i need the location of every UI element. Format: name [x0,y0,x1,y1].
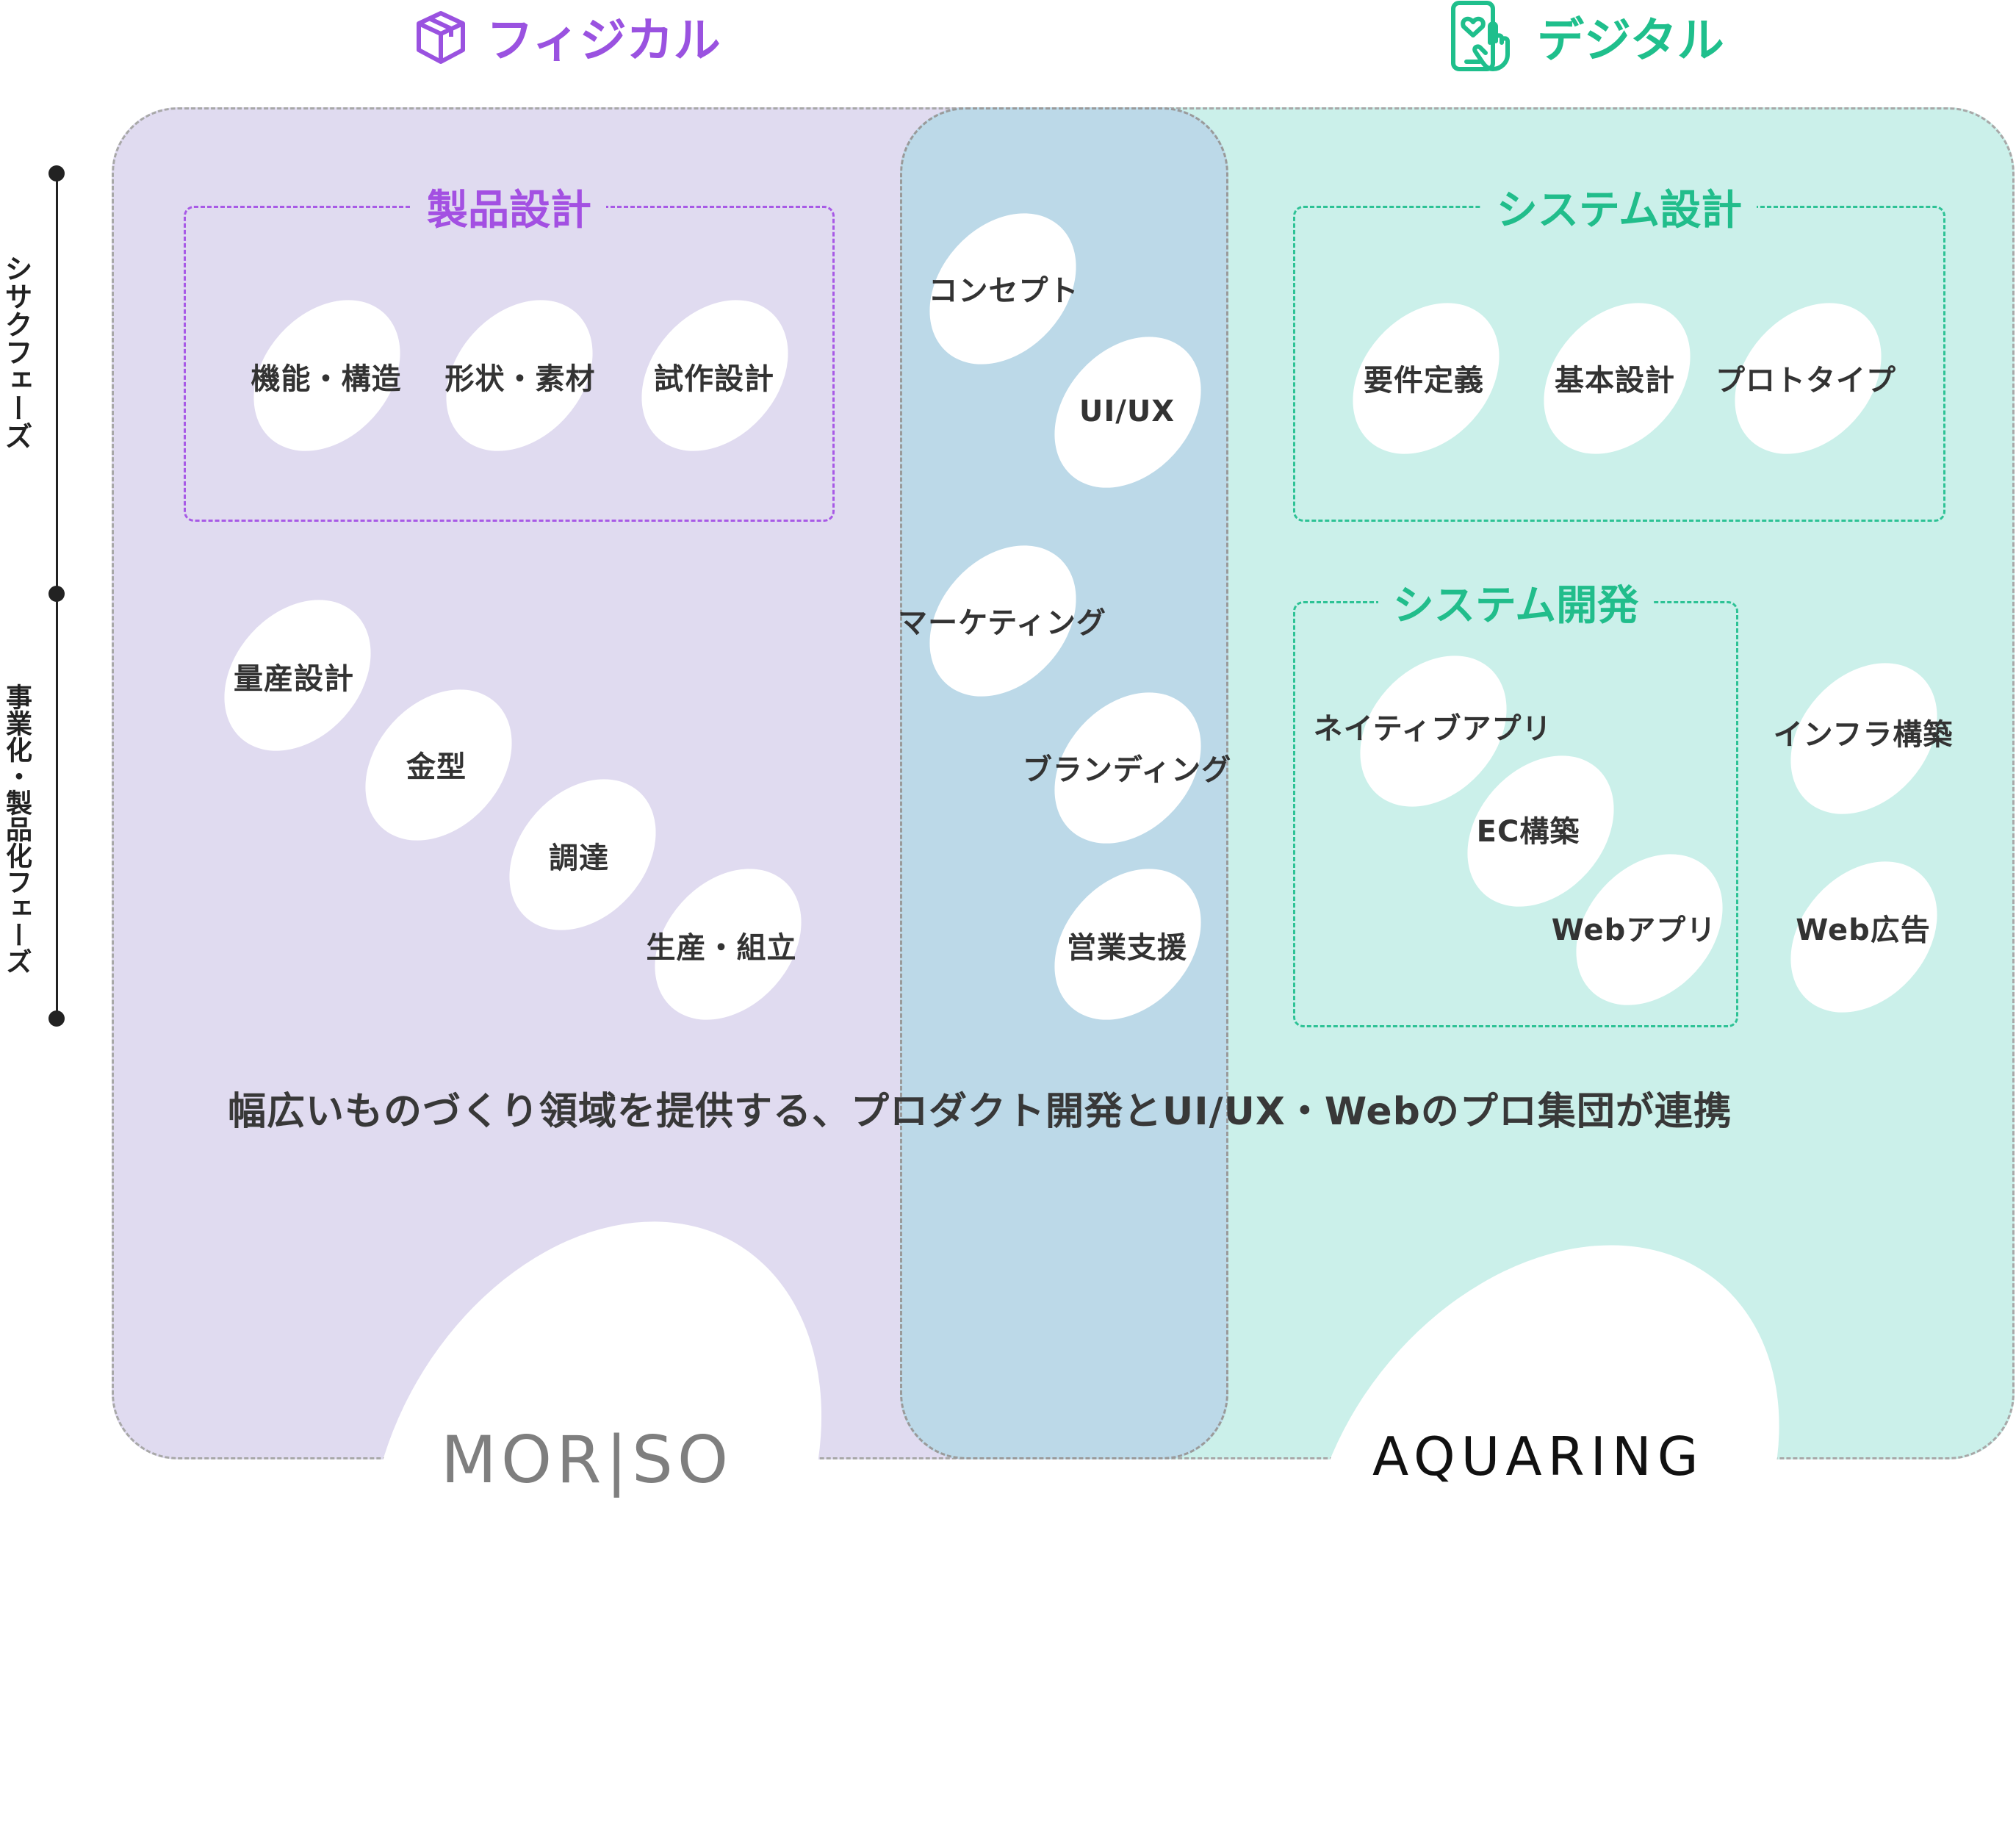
item-concept: コンセプト [928,274,1079,308]
item-procurement: 調達 [549,841,609,875]
group-system-design-title: システム設計 [1295,177,1943,237]
item-mass-design: 量産設計 [234,662,354,696]
group-system-design: システム設計 [1293,187,1945,522]
item-shape-material: 形状・素材 [444,362,596,396]
item-branding: ブランディング [1022,753,1232,787]
item-production-assembly: 生産・組立 [646,931,797,965]
group-system-dev-title: システム開発 [1295,572,1736,632]
item-native-app: ネイティブアプリ [1313,712,1552,746]
group-product-design-title: 製品設計 [186,177,832,237]
physical-header: フィジカル [411,6,721,68]
page-bottom-background [0,1462,2016,1687]
item-ec: EC構築 [1476,815,1580,849]
phase-axis-dot-top [48,165,65,182]
group-system-dev: システム開発 [1293,582,1738,1027]
phase-label-production: 事業化・製品化フェーズ [0,683,32,1007]
item-function-structure: 機能・構造 [251,362,402,396]
aquaring-logo: AQUARING [1372,1426,1704,1487]
digital-header: デジタル [1447,1,1724,71]
item-requirements: 要件定義 [1364,364,1484,398]
item-web-ads: Web広告 [1796,913,1931,947]
item-marketing: マーケティング [898,606,1106,640]
tagline: 幅広いものづくり領域を提供する、プロダクト開発とUI/UX・Webのプロ集団が連… [228,1090,1732,1134]
item-uiux: UI/UX [1079,395,1176,428]
item-mold: 金型 [406,750,467,784]
item-prototype: プロトタイプ [1716,364,1896,398]
diagram-canvas: フィジカル デジタル シサクフェーズ 事業化・製品化フェーズ 製品設計 [0,1,2016,1687]
phase-label-cycle: シサクフェーズ [0,254,32,519]
moriso-logo: MOR|SO [441,1422,733,1498]
smartphone-touch-icon [1451,1,1510,71]
box-icon [417,11,465,64]
digital-header-label: デジタル [1537,14,1724,68]
item-prototype-design: 試作設計 [654,362,774,396]
item-basic-design: 基本設計 [1555,364,1675,398]
phase-axis-dot-middle [48,586,65,602]
physical-header-label: フィジカル [486,14,721,68]
item-infra: インフラ構築 [1773,718,1954,752]
group-product-design: 製品設計 [184,187,835,522]
item-web-app: Webアプリ [1551,913,1717,947]
phase-axis-dot-bottom [48,1010,65,1027]
item-sales-support: 営業支援 [1067,931,1187,965]
